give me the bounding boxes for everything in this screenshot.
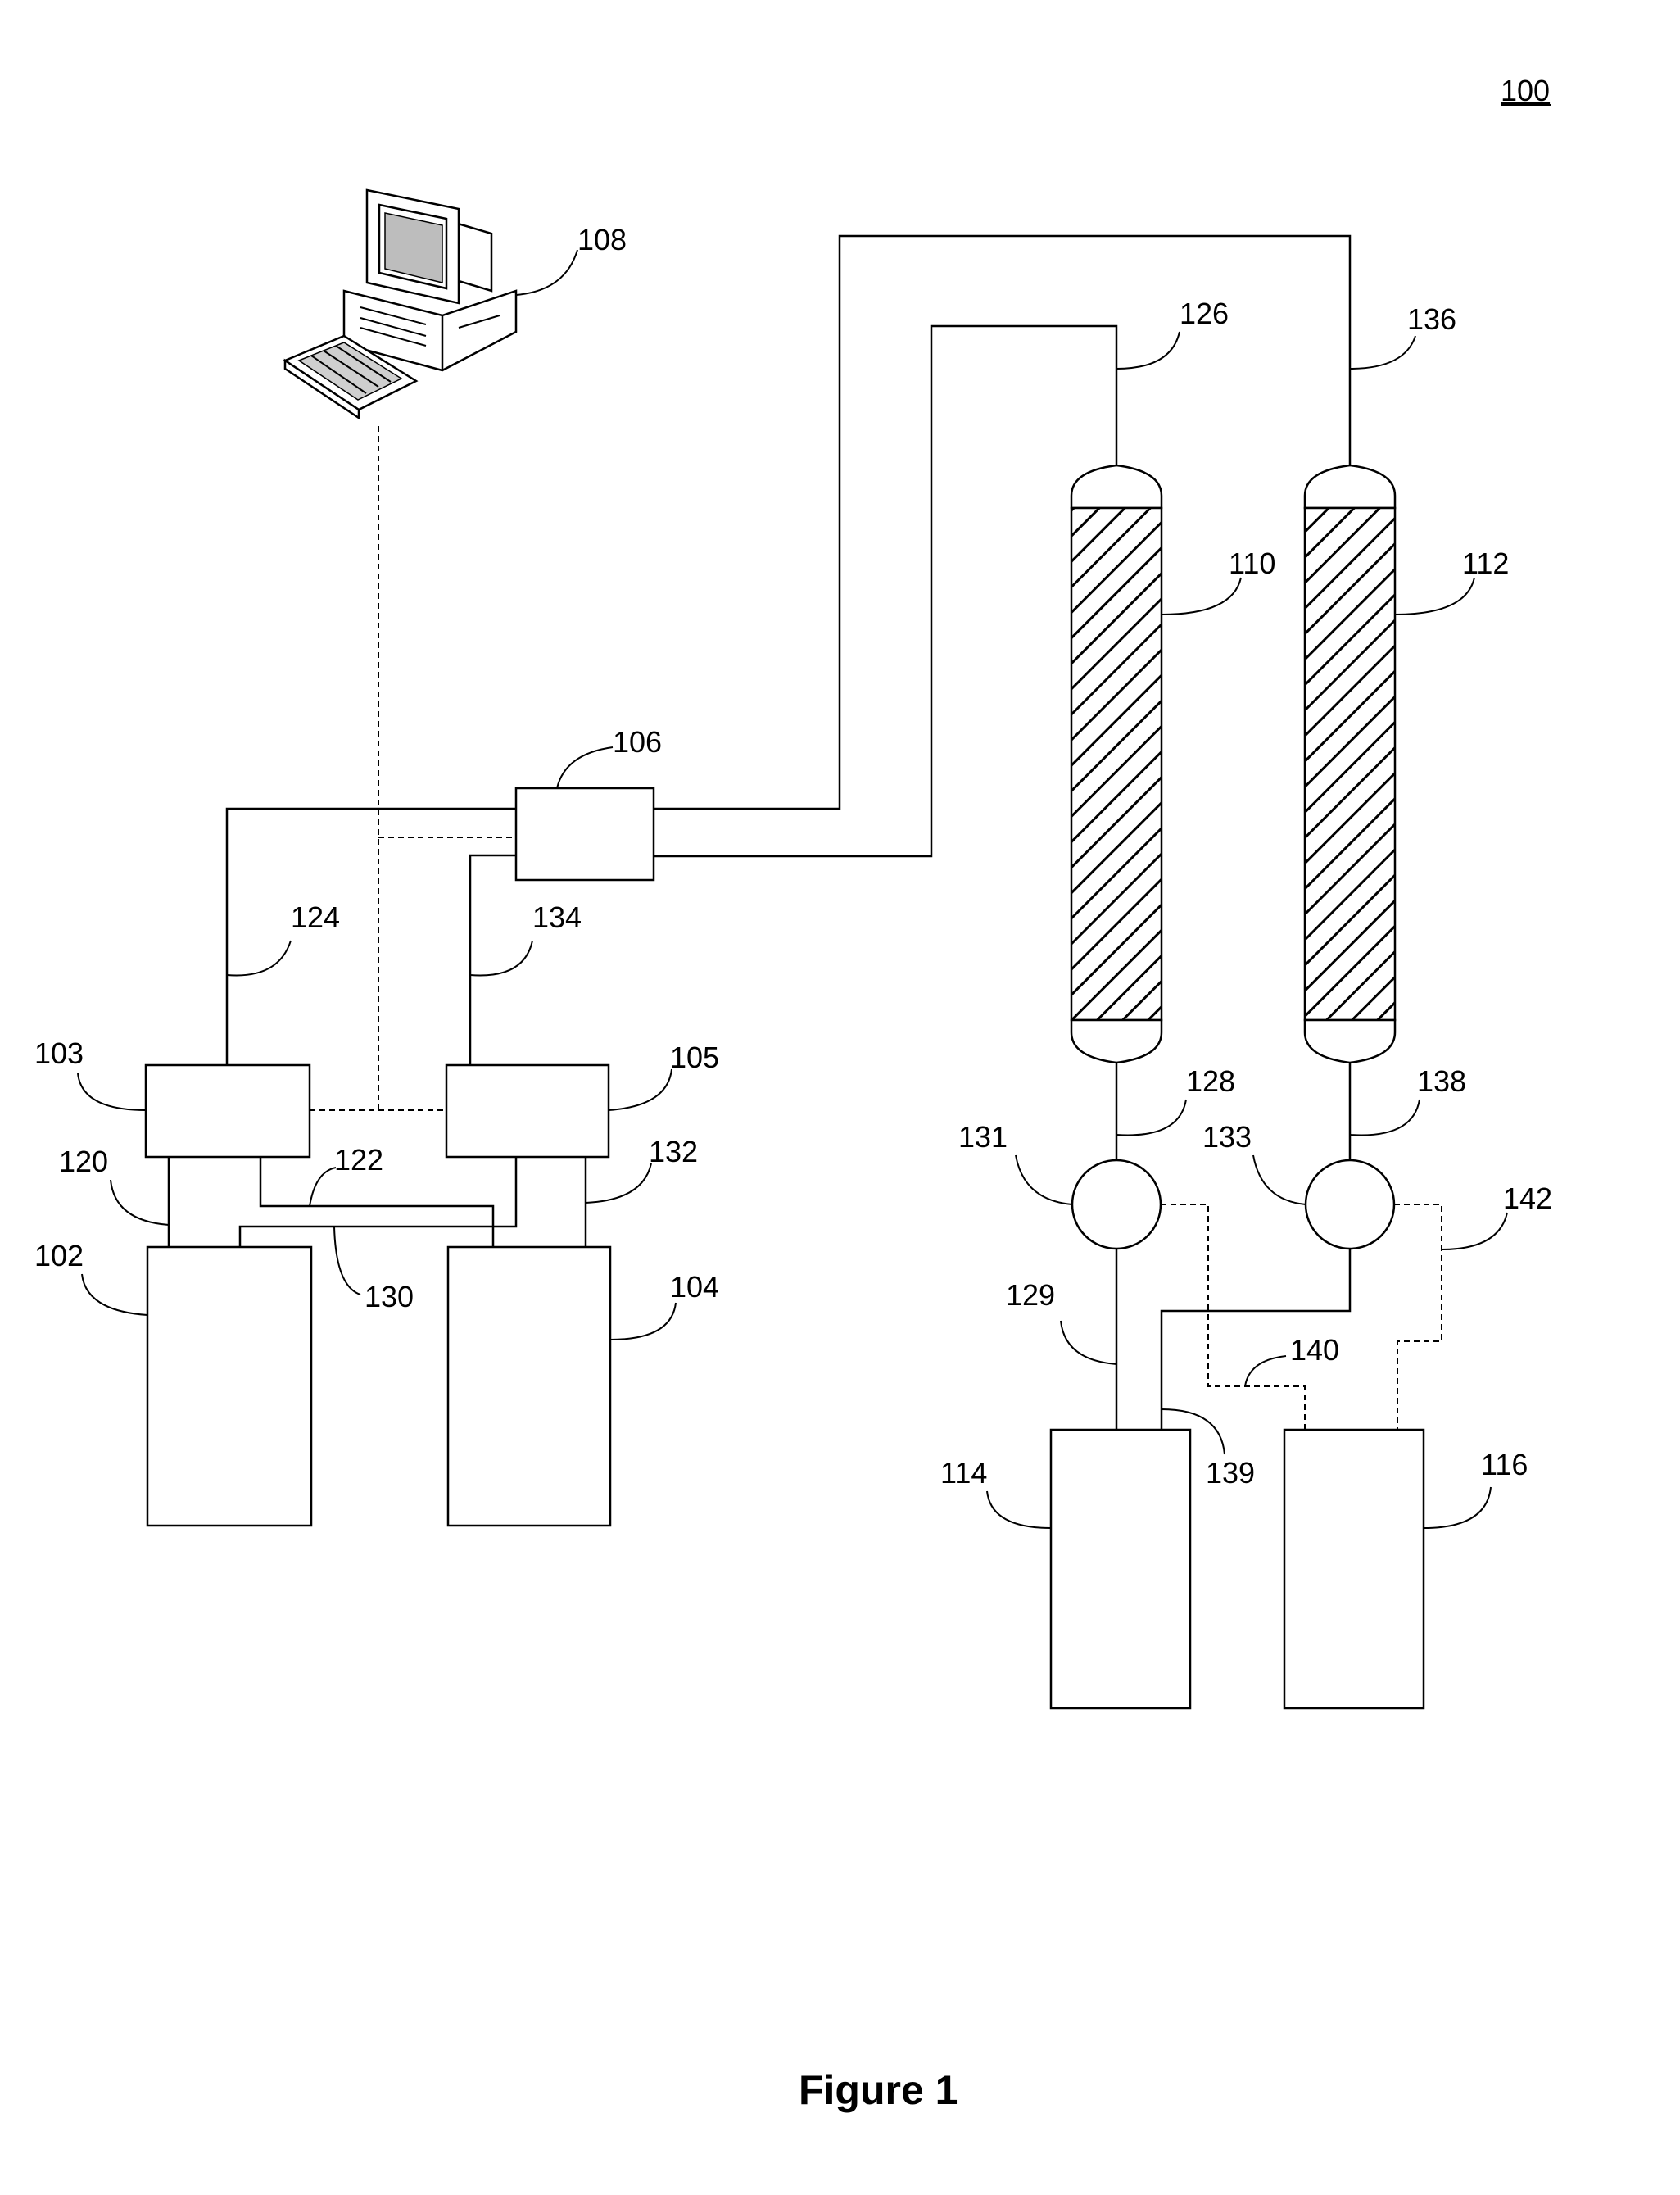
dashed-line-142 (1394, 1204, 1442, 1430)
leader-124 (227, 941, 291, 975)
dashed-line-140 (1161, 1204, 1305, 1430)
label-line-130: 130 (365, 1280, 414, 1313)
valve-a (1072, 1160, 1161, 1249)
controller-a (146, 1065, 310, 1157)
leader-105 (609, 1069, 672, 1110)
leader-140 (1245, 1356, 1286, 1386)
label-line-134: 134 (532, 900, 582, 934)
leader-142 (1442, 1213, 1507, 1249)
line-124 (227, 809, 516, 1065)
label-valve-b: 133 (1202, 1120, 1252, 1154)
leader-133 (1253, 1155, 1306, 1204)
line-126 (654, 326, 1116, 856)
label-tank-b: 104 (670, 1270, 719, 1304)
leader-114 (987, 1491, 1051, 1528)
leader-103 (78, 1073, 146, 1110)
leader-132 (586, 1163, 651, 1203)
label-hub: 106 (613, 725, 662, 759)
label-line-139: 139 (1206, 1456, 1255, 1490)
leader-128 (1116, 1100, 1186, 1135)
label-tank-a: 102 (34, 1239, 84, 1272)
valve-b (1306, 1160, 1394, 1249)
label-line-124: 124 (291, 900, 340, 934)
label-line-138: 138 (1417, 1064, 1466, 1098)
leader-134 (470, 941, 532, 975)
label-computer: 108 (577, 223, 627, 256)
label-line-140: 140 (1290, 1333, 1339, 1367)
label-line-122: 122 (334, 1143, 383, 1177)
label-collector-a: 114 (940, 1456, 987, 1490)
leader-116 (1424, 1487, 1491, 1528)
leader-108 (516, 250, 577, 295)
line-134 (470, 855, 516, 1065)
label-line-129: 129 (1006, 1278, 1055, 1312)
leader-130 (334, 1227, 360, 1295)
leader-112 (1395, 578, 1474, 615)
leader-122 (310, 1168, 336, 1206)
line-136 (654, 236, 1350, 809)
label-column-a: 110 (1229, 546, 1275, 580)
leader-136 (1350, 336, 1415, 369)
tank-b (448, 1247, 610, 1526)
label-controller-b: 105 (670, 1041, 719, 1074)
label-valve-a: 131 (958, 1120, 1008, 1154)
hub-box (516, 788, 654, 880)
label-line-128: 128 (1186, 1064, 1235, 1098)
controller-b (446, 1065, 609, 1157)
leader-110 (1162, 578, 1241, 615)
computer-icon (285, 190, 516, 418)
leader-120 (111, 1180, 169, 1225)
leader-138 (1350, 1100, 1420, 1135)
label-column-b: 112 (1462, 546, 1509, 580)
leader-129 (1061, 1321, 1116, 1364)
leader-104 (610, 1303, 676, 1340)
leader-126 (1116, 332, 1180, 369)
label-controller-a: 103 (34, 1036, 84, 1070)
label-line-142: 142 (1503, 1181, 1552, 1215)
leader-102 (82, 1274, 147, 1315)
collector-b (1284, 1430, 1424, 1708)
label-collector-b: 116 (1481, 1448, 1528, 1481)
figure-number: 100 (1501, 74, 1550, 107)
column-a (1071, 465, 1162, 1063)
collector-a (1051, 1430, 1190, 1708)
leader-131 (1016, 1155, 1072, 1204)
label-line-136: 136 (1407, 302, 1456, 336)
figure-caption: Figure 1 (799, 2067, 958, 2113)
tank-a (147, 1247, 311, 1526)
label-line-132: 132 (649, 1135, 698, 1168)
column-b (1305, 465, 1395, 1063)
label-line-120: 120 (59, 1145, 108, 1178)
leader-106 (557, 747, 613, 788)
label-line-126: 126 (1180, 297, 1229, 330)
